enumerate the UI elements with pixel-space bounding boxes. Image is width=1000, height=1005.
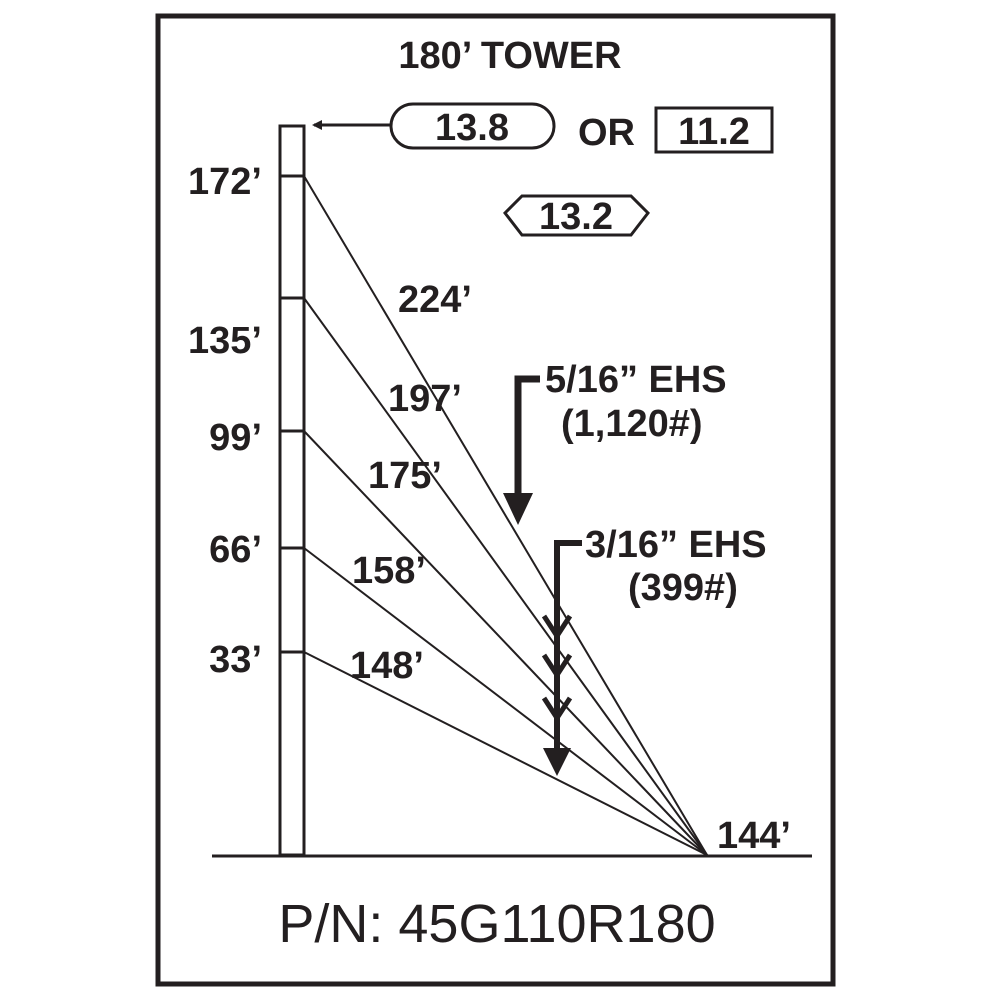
guy-length-158: 158’ [352, 550, 426, 592]
upper-cable-callout: 5/16” EHS (1,120#) [503, 359, 727, 525]
alternate-frequency: 11.2 [678, 111, 750, 153]
frequency-badges: 13.8 OR 11.2 13.2 [312, 102, 774, 238]
guy-wire-33 [303, 651, 708, 856]
guy-wire-99 [303, 430, 708, 856]
tower-mast [278, 124, 306, 857]
upper-cable-size: 5/16” EHS [545, 359, 727, 401]
part-number: P/N: 45G110R180 [278, 894, 715, 954]
height-label-66: 66’ [209, 529, 262, 571]
anchor-ticks [280, 174, 304, 654]
lower-cable-arrowhead [543, 748, 571, 776]
guy-wire-172 [303, 175, 708, 856]
primary-frequency: 13.8 [435, 107, 509, 149]
height-label-172: 172’ [188, 161, 262, 203]
base-distance-label: 144’ [717, 815, 791, 857]
lower-cable-chevron-2 [541, 653, 573, 680]
upper-cable-arrow-shaft [514, 375, 540, 496]
lower-cable-chevron-1 [541, 614, 573, 641]
alternate-frequency-box [654, 106, 774, 154]
guy-wires [303, 175, 708, 856]
lower-cable-size: 3/16” EHS [585, 524, 767, 566]
upper-cable-arrowhead [503, 493, 533, 525]
height-label-33: 33’ [209, 639, 262, 681]
primary-frequency-pill [389, 102, 556, 150]
lower-cable-callout: 3/16” EHS (399#) [541, 524, 767, 776]
height-label-135: 135’ [188, 320, 262, 362]
secondary-frequency-octagon [503, 194, 650, 237]
guy-wire-135 [303, 297, 708, 856]
upper-cable-load: (1,120#) [561, 403, 703, 445]
height-label-99: 99’ [209, 417, 262, 459]
diagram-title: 180’ TOWER [398, 35, 621, 77]
anchor-height-labels: 172’ 135’ 99’ 66’ 33’ [188, 161, 262, 681]
secondary-frequency: 13.2 [539, 196, 613, 238]
or-label: OR [578, 112, 635, 154]
guy-wire-66 [303, 547, 708, 856]
outer-frame [155, 13, 836, 987]
guy-length-148: 148’ [350, 645, 424, 687]
guy-length-175: 175’ [368, 455, 442, 497]
lower-cable-chevron-3 [541, 696, 573, 723]
lower-cable-arrow-shaft [554, 540, 582, 770]
guy-length-197: 197’ [388, 378, 462, 420]
guy-length-224: 224’ [398, 279, 472, 321]
lower-cable-load: (399#) [628, 567, 738, 609]
guy-length-labels: 224’ 197’ 175’ 158’ 148’ [350, 279, 472, 687]
